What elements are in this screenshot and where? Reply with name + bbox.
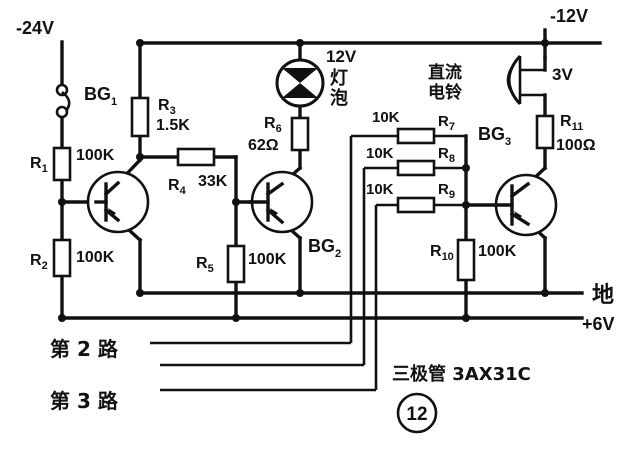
resistor-r3 <box>130 96 150 138</box>
lamp-icon <box>275 58 325 108</box>
label-pos6v: +6V <box>582 314 615 334</box>
label-r11-name: R11 <box>560 113 583 133</box>
label-r11-value: 100Ω <box>556 137 596 154</box>
label-r3-value: 1.5K <box>156 117 190 134</box>
resistor-r6 <box>290 116 310 152</box>
resistor-r1 <box>52 146 72 182</box>
label-r2-name: R2 <box>30 252 48 272</box>
label-r5-name: R5 <box>196 255 214 275</box>
label-neg12v: -12V <box>550 6 588 26</box>
resistor-r7 <box>396 127 436 145</box>
label-bell-line1: 直流 <box>428 62 462 83</box>
label-r2-value: 100K <box>76 249 115 266</box>
label-r9-value: 10K <box>366 181 394 198</box>
resistor-r9 <box>396 196 436 214</box>
resistor-r5 <box>226 244 246 284</box>
label-lamp-voltage: 12V <box>326 47 357 66</box>
bell-icon <box>506 54 545 106</box>
label-r5-value: 100K <box>248 251 287 268</box>
label-r7-name: R7 <box>438 113 455 133</box>
junction-dots <box>58 39 549 322</box>
figure-number: 12 <box>406 404 427 425</box>
transistor-bg1 <box>86 170 150 234</box>
label-bg3: BG3 <box>478 124 511 148</box>
transistor-bg2 <box>248 170 314 234</box>
label-r8-name: R8 <box>438 145 455 165</box>
resistor-r2 <box>52 238 72 278</box>
label-ground: 地 <box>592 283 614 308</box>
resistor-r10 <box>456 238 476 282</box>
resistor-r11 <box>535 114 555 150</box>
label-r6-value: 62Ω <box>248 137 279 154</box>
label-lamp-line2: 泡 <box>330 87 348 109</box>
label-route-3: 第 3 路 <box>50 389 119 413</box>
label-r7-value: 10K <box>372 109 400 126</box>
label-r1-value: 100K <box>76 147 115 164</box>
transistor-bg3 <box>494 173 558 237</box>
label-r4-name: R4 <box>168 177 187 197</box>
label-bell-voltage: 3V <box>552 65 573 84</box>
label-r9-name: R9 <box>438 181 455 201</box>
label-r8-value: 10K <box>366 145 394 162</box>
label-transistor-note: 三极管 3AX31C <box>392 363 531 385</box>
label-r4-value: 33K <box>198 173 228 190</box>
resistor-r8 <box>396 159 436 177</box>
label-r10-value: 100K <box>478 243 517 260</box>
figure-number-badge: 12 <box>396 392 438 434</box>
label-r10-name: R10 <box>430 243 454 263</box>
label-lamp-line1: 灯 <box>330 68 348 89</box>
label-neg24v: -24V <box>16 18 54 38</box>
label-bell-line2: 电铃 <box>428 82 462 103</box>
label-bg1: BG1 <box>84 84 117 108</box>
label-r3-name: R3 <box>158 97 176 117</box>
resistor-r4 <box>176 147 216 167</box>
label-route-2: 第 2 路 <box>50 337 119 361</box>
key-switch <box>55 83 71 119</box>
label-bg2: BG2 <box>308 236 341 260</box>
label-r1-name: R1 <box>30 155 48 175</box>
label-r6-name: R6 <box>264 115 282 135</box>
